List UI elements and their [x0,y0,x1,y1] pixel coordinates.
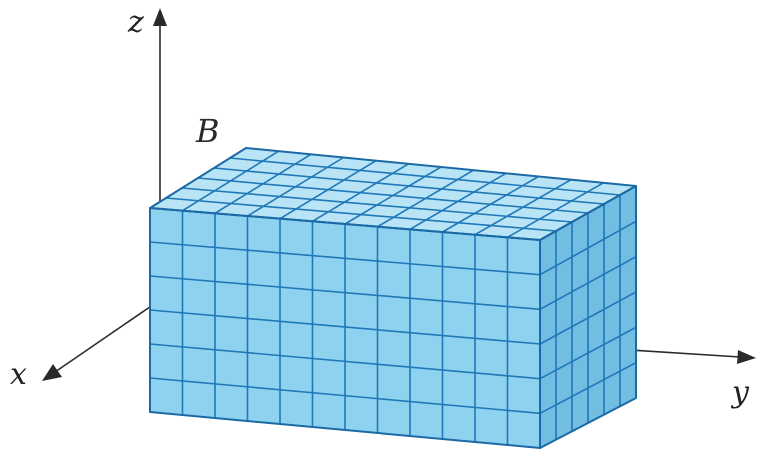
x-axis-arrowhead [42,364,62,381]
side-grid-line [539,255,637,311]
top-grid-line [213,167,605,205]
y-axis-arrowhead [737,350,756,364]
rectangular-box-b [149,147,637,449]
top-grid-line [197,177,589,214]
subbox-grid-lines [149,150,637,445]
box-side-outline [539,185,637,449]
x-axis-label: x [10,357,27,392]
top-grid-line [165,197,557,232]
front-grid-line [149,343,541,380]
side-grid-line [539,326,637,380]
top-grid-line [229,157,621,196]
top-grid-line [181,187,573,223]
side-grid-line [539,361,637,415]
front-grid-line [149,275,541,311]
z-axis-arrowhead [153,8,167,26]
y-axis [629,349,741,358]
y-axis-label: y [730,375,750,410]
side-grid-line [539,220,637,276]
z-axis-label: z [127,5,144,40]
coordinate-axes [42,8,756,381]
x-axis [54,299,161,373]
front-grid-line [149,377,541,415]
side-grid-line [539,291,637,345]
front-grid-line [149,309,541,345]
region-b-label: B [195,112,220,150]
front-grid-line [149,241,541,276]
